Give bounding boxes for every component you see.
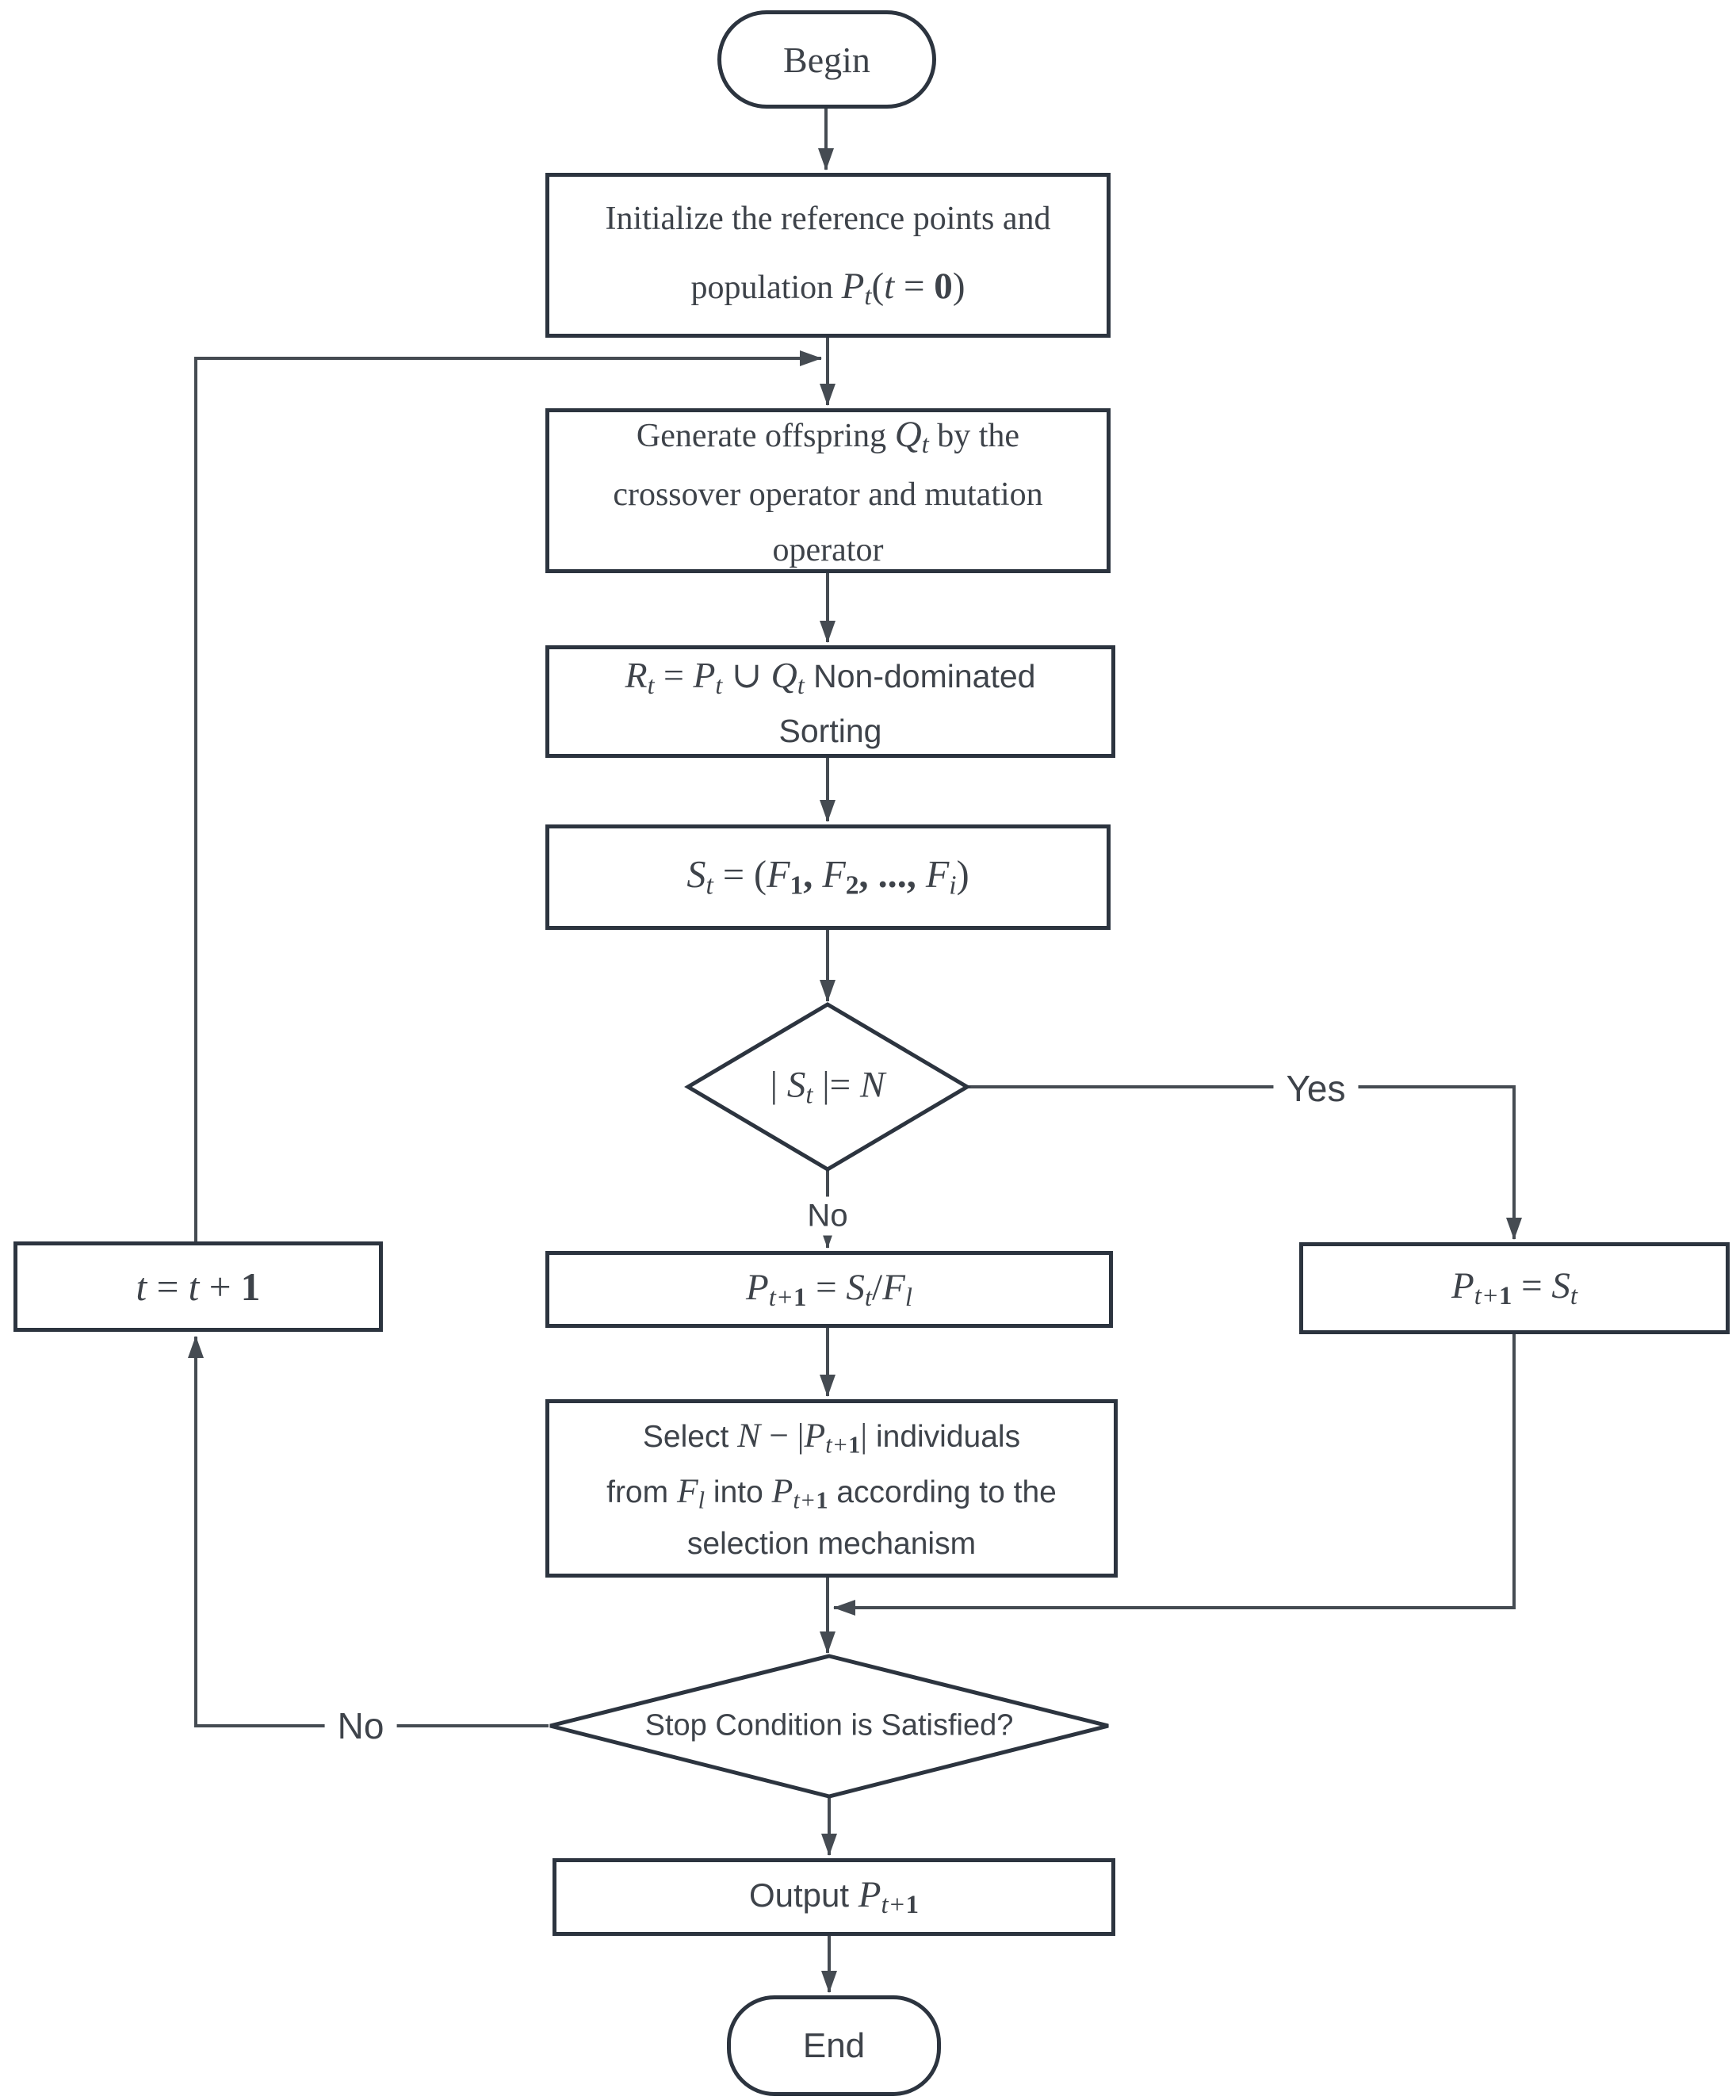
node-fronts: St = (F1, F2, ..., Fi) bbox=[545, 824, 1111, 930]
node-begin: Begin bbox=[717, 10, 936, 109]
decision-size-check-shape bbox=[684, 1002, 971, 1172]
begin-label: Begin bbox=[783, 39, 870, 80]
label-no-size-check: No bbox=[799, 1196, 856, 1236]
node-next-population-full: Pt+1 = St bbox=[1299, 1242, 1730, 1334]
node-output: Output Pt+1 bbox=[553, 1858, 1115, 1936]
end-label: End bbox=[802, 2025, 866, 2065]
label-no-stop-check: No bbox=[324, 1703, 397, 1749]
arrow-yes-branch bbox=[967, 1085, 1522, 1240]
arrow-full-to-merge bbox=[833, 1334, 1516, 1616]
node-end: End bbox=[727, 1995, 941, 2096]
decision-stop-check-shape bbox=[549, 1654, 1109, 1799]
decision-stop-check-label: Stop Condition is Satisfied? bbox=[644, 1708, 1014, 1742]
arrow-loop-return bbox=[194, 350, 822, 1241]
node-next-population-reduced: Pt+1 = St/Fl bbox=[545, 1251, 1113, 1328]
decision-size-check-label: | St |= N bbox=[770, 1064, 885, 1110]
node-increment-generation: t = t + 1 bbox=[13, 1241, 383, 1332]
label-yes: Yes bbox=[1273, 1065, 1359, 1111]
arrow-stop-no-to-increment bbox=[188, 1336, 549, 1727]
